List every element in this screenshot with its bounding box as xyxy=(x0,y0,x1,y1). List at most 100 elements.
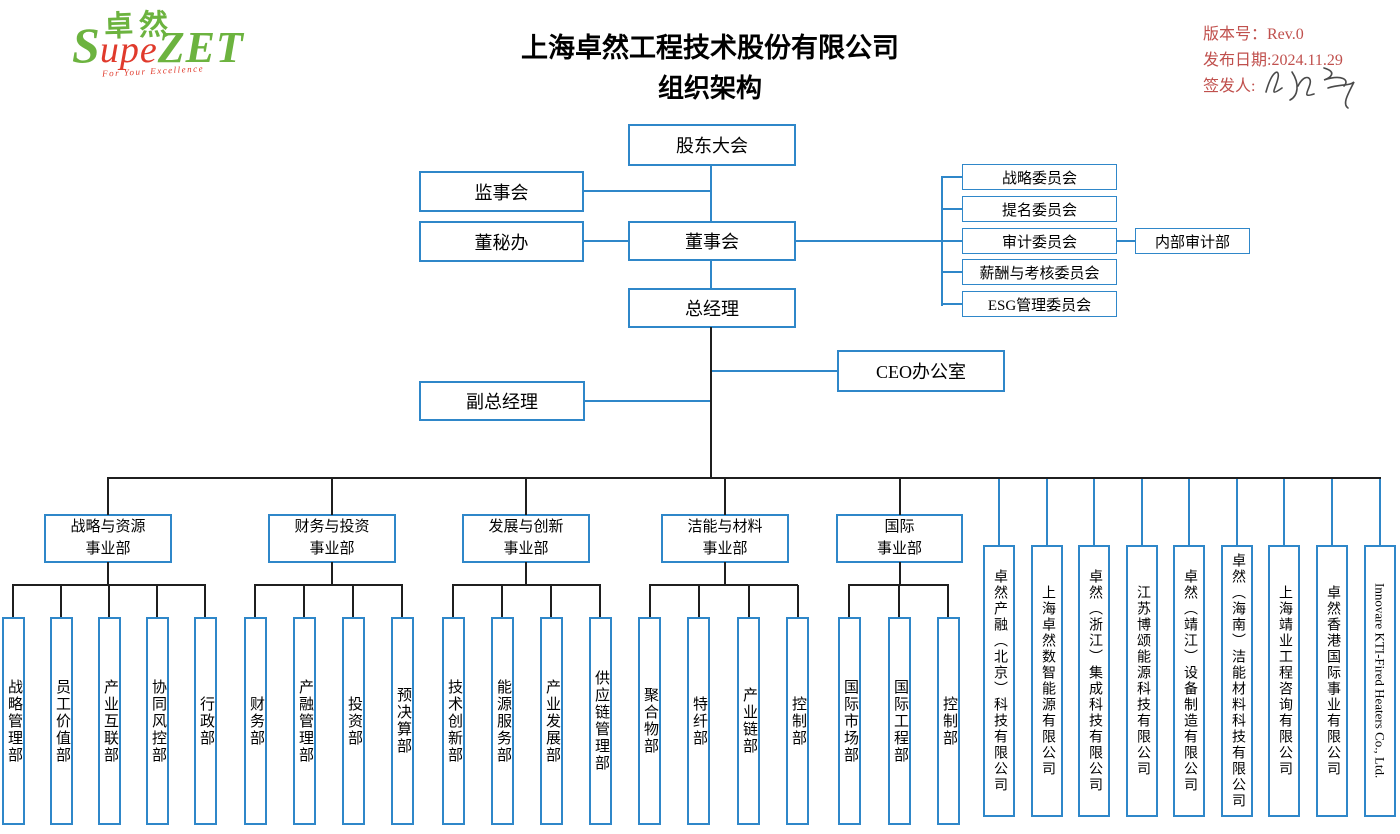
node-subsidiary-zr-hainan: 卓然（海南）洁能材料科技有限公司 xyxy=(1221,545,1253,817)
company-logo: 卓然 SupeZET For Your Excellence xyxy=(0,0,300,100)
node-subsidiary-zr-jingjiang: 卓然（靖江）设备制造有限公司 xyxy=(1173,545,1205,817)
connector xyxy=(584,190,712,192)
connector xyxy=(748,585,750,617)
connector xyxy=(848,585,850,617)
connector xyxy=(947,585,949,617)
node-division-strategy-resources: 战略与资源 事业部 xyxy=(44,514,172,563)
connector xyxy=(156,585,158,617)
connector xyxy=(649,585,651,617)
signer-signature xyxy=(1265,67,1355,109)
connector xyxy=(1188,478,1190,545)
signer-label: 签发人: xyxy=(1203,78,1256,95)
connector xyxy=(712,370,837,372)
connector xyxy=(941,208,962,210)
node-dept-strategy-mgmt: 战略管理部 xyxy=(2,617,25,825)
connector xyxy=(1283,478,1285,545)
node-committee-strategy: 战略委员会 xyxy=(962,164,1117,190)
division-label-line1: 财务与投资 xyxy=(294,518,370,535)
connector xyxy=(204,585,206,617)
page-subtitle: 组织架构 xyxy=(657,74,762,103)
node-dept-control-intl: 控制部 xyxy=(937,617,960,825)
connector xyxy=(649,584,798,586)
node-dept-control-cm: 控制部 xyxy=(786,617,809,825)
node-committee-remuneration: 薪酬与考核委员会 xyxy=(962,259,1117,285)
connector xyxy=(941,303,962,305)
connector xyxy=(303,585,305,617)
node-division-finance-investment: 财务与投资 事业部 xyxy=(268,514,396,563)
connector xyxy=(584,240,628,242)
connector xyxy=(941,271,962,273)
logo-letters-zet: ZET xyxy=(157,23,244,72)
connector xyxy=(60,585,62,617)
node-dept-synergy-risk: 协同风控部 xyxy=(146,617,169,825)
connector xyxy=(525,562,527,586)
node-dept-special-fiber: 特纤部 xyxy=(687,617,710,825)
division-label-line2: 事业部 xyxy=(309,540,355,557)
node-internal-audit-dept: 内部审计部 xyxy=(1135,228,1250,254)
division-label-line1: 洁能与材料 xyxy=(687,518,763,535)
connector xyxy=(998,478,1000,545)
node-dept-budget: 预决算部 xyxy=(391,617,414,825)
connector xyxy=(710,327,712,478)
connector xyxy=(599,585,601,617)
connector xyxy=(525,478,527,515)
node-dept-industry-chain: 产业链部 xyxy=(737,617,760,825)
division-label-line1: 战略与资源 xyxy=(70,518,146,535)
connector xyxy=(585,400,712,402)
connector xyxy=(710,261,712,289)
node-board-of-directors: 董事会 xyxy=(628,221,796,261)
division-label-line2: 事业部 xyxy=(85,540,131,557)
division-label-line2: 事业部 xyxy=(876,540,922,557)
connector xyxy=(254,584,403,586)
connector xyxy=(452,584,601,586)
connector xyxy=(941,177,943,306)
connector xyxy=(107,478,109,515)
connector xyxy=(108,585,110,617)
node-dept-finance: 财务部 xyxy=(244,617,267,825)
node-subsidiary-zr-zhejiang: 卓然（浙江）集成科技有限公司 xyxy=(1078,545,1110,817)
division-label-line2: 事业部 xyxy=(503,540,549,557)
node-ceo-office: CEO办公室 xyxy=(837,350,1005,392)
node-subsidiary-innovare-kti: Innovare KTI-Fired Heaters Co., Ltd. xyxy=(1364,545,1396,817)
node-deputy-general-manager: 副总经理 xyxy=(419,381,585,421)
connector xyxy=(401,585,403,617)
node-dept-industry-finance-mgmt: 产融管理部 xyxy=(293,617,316,825)
node-subsidiary-zr-beijing: 卓然产融（北京）科技有限公司 xyxy=(983,545,1015,817)
connector xyxy=(797,585,799,617)
logo-letter-s: S xyxy=(72,17,100,73)
node-subsidiary-sh-jingye: 上海靖业工程咨询有限公司 xyxy=(1268,545,1300,817)
connector xyxy=(254,585,256,617)
division-label-line1: 发展与创新 xyxy=(488,518,564,535)
node-division-development-innovation: 发展与创新 事业部 xyxy=(462,514,590,563)
node-dept-employee-value: 员工价值部 xyxy=(50,617,73,825)
connector xyxy=(501,585,503,617)
logo-letters-upe: upe xyxy=(99,29,158,71)
node-dept-tech-innovation: 技术创新部 xyxy=(442,617,465,825)
division-label-line1: 国际 xyxy=(884,518,915,535)
node-dept-investment: 投资部 xyxy=(342,617,365,825)
connector xyxy=(698,585,700,617)
connector xyxy=(331,478,333,515)
node-division-international: 国际 事业部 xyxy=(836,514,963,563)
node-dept-industry-internet: 产业互联部 xyxy=(98,617,121,825)
node-dept-intl-market: 国际市场部 xyxy=(838,617,861,825)
node-dept-polymer: 聚合物部 xyxy=(638,617,661,825)
node-dept-administration: 行政部 xyxy=(194,617,217,825)
node-general-manager: 总经理 xyxy=(628,288,796,328)
node-subsidiary-sh-digital-energy: 上海卓然数智能源有限公司 xyxy=(1031,545,1063,817)
connector xyxy=(331,562,333,586)
node-dept-industry-development: 产业发展部 xyxy=(540,617,563,825)
connector xyxy=(1331,478,1333,545)
connector xyxy=(550,585,552,617)
node-committee-esg: ESG管理委员会 xyxy=(962,291,1117,317)
node-subsidiary-zr-hongkong: 卓然香港国际事业有限公司 xyxy=(1316,545,1348,817)
connector xyxy=(1046,478,1048,545)
connector xyxy=(452,585,454,617)
node-shareholders-meeting: 股东大会 xyxy=(628,124,796,166)
version-label: 版本号：Rev.0 xyxy=(1203,26,1304,43)
connector xyxy=(1379,478,1381,545)
node-division-cleanenergy-materials: 洁能与材料 事业部 xyxy=(661,514,789,563)
connector xyxy=(899,562,901,586)
node-supervisory-board: 监事会 xyxy=(419,171,584,212)
